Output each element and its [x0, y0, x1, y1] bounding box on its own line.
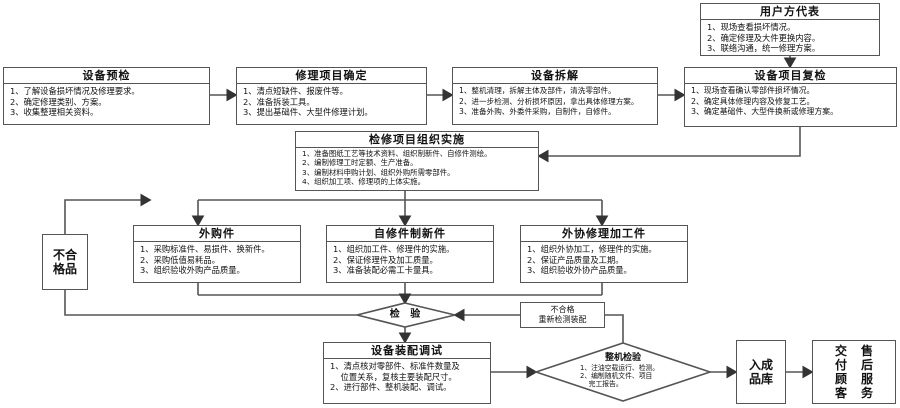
list-item: 完工报告。 [580, 380, 623, 389]
list-item: 1、现场查看损坏情况。 [707, 22, 796, 32]
reject-box: 不合格品 [42, 234, 88, 290]
assembly-title: 设备装配调试 [324, 343, 490, 359]
list-item: 2、确定具体修理内容及修复工艺。 [691, 96, 815, 106]
list-item: 2、保证产品质量及工期。 [527, 254, 624, 265]
list-item: 2、编制修理工时定额、生产准备。 [302, 158, 418, 168]
list-item: 3、准备装配必需工卡量具。 [333, 265, 438, 275]
list-item: 3、联络沟通，统一修理方案。 [707, 43, 821, 53]
list-item: 2、进行部件、整机装配、调试。 [330, 382, 452, 392]
inspection-label: 检 验 [389, 309, 421, 320]
line-reinspect-up [605, 314, 624, 343]
reinspect-line2: 重新检测装配 [538, 315, 587, 324]
reject-label: 不合格品 [52, 248, 77, 276]
purchase-box: 外购件 1、采购标准件、易损件、换新件。 2、采购低值易耗品。 3、组织验收外购… [133, 225, 301, 283]
list-item: 3、收集整理相关资料。 [10, 107, 99, 117]
list-item: 3、组织验收外协产品质量。 [527, 265, 632, 275]
delivery-col2: 售后服务 [860, 344, 873, 400]
list-item: 3、编制材料申购计划、组织外购所需零部件。 [302, 167, 455, 177]
list-item: 1、清点核对零部件、标准件数量及 [330, 361, 460, 371]
preinspect-box: 设备预检 1、了解设备损坏情况及修理要求。 2、确定修理类别、方案。 3、收集整… [3, 67, 210, 125]
list-item: 1、现场查看确认零部件损坏情况。 [691, 86, 815, 95]
list-item: 位置关系，复核主要装配尺寸。 [330, 371, 457, 382]
list-item: 1、组织外协加工，修理件的实施。 [527, 244, 657, 254]
purchase-title: 外购件 [134, 226, 300, 242]
confirm-box: 修理项目确定 1、清点短缺件、报废件等。 2、准备拆装工具。 3、提出基础件、大… [236, 67, 427, 125]
arrow-reject-up [64, 193, 152, 234]
delivery-box: 交付顾客 售后服务 [812, 340, 896, 404]
user-party-title: 用户方代表 [701, 4, 879, 20]
list-item: 3、确定基础件、大型件换新或修理方案。 [691, 107, 839, 116]
recheck-box: 设备项目复检 1、现场查看确认零部件损坏情况。 2、确定具体修理内容及修复工艺。… [684, 67, 897, 127]
list-item: 2、进一步检测、分析损坏原因，拿出具体修理方案。 [459, 96, 639, 106]
inspection-diamond [356, 302, 456, 328]
plan-title: 检修项目组织实施 [296, 132, 538, 148]
arrow-recheck-to-plan [537, 127, 801, 163]
list-item: 3、提出基础件、大型件修理计划。 [243, 107, 373, 117]
machine-check-diamond [533, 342, 713, 402]
reinspect-line1: 不合格 [550, 305, 575, 314]
selfmade-title: 自修件制新件 [327, 226, 493, 242]
dismantle-box: 设备拆解 1、整机清理，拆解主体及部件，清洗零部件。 2、进一步检测、分析损坏原… [452, 67, 658, 125]
assembly-box: 设备装配调试 1、清点核对零部件、标准件数量及 位置关系，复核主要装配尺寸。 2… [323, 342, 491, 404]
list-item: 2、确定修理及大件更换内容。 [707, 32, 821, 43]
list-item: 2、保证修理件及加工质量。 [333, 254, 438, 265]
dismantle-title: 设备拆解 [453, 68, 657, 84]
plan-box: 检修项目组织实施 1、准备图纸工艺等技术资料、组织制新件、自修件测绘。 2、编制… [295, 131, 539, 191]
list-item: 1、整机清理，拆解主体及部件，清洗零部件。 [459, 86, 616, 95]
preinspect-title: 设备预检 [4, 68, 209, 84]
list-item: 4、组织加工项、修理项的上体实施。 [302, 176, 425, 186]
list-item: 2、编制随机文件、项目 [580, 372, 653, 381]
outsource-box: 外协修理加工件 1、组织外协加工，修理件的实施。 2、保证产品质量及工期。 3、… [520, 225, 688, 283]
delivery-col1: 交付顾客 [834, 344, 847, 400]
line-inspection-left [64, 290, 357, 316]
list-item: 2、采购低值易耗品。 [140, 254, 220, 265]
warehouse-box: 入成品库 [736, 340, 786, 404]
list-item: 1、注油空载运行、检测。 [580, 364, 660, 372]
list-item: 1、准备图纸工艺等技术资料、组织制新件、自修件测绘。 [302, 149, 492, 158]
machine-check-list: 1、注油空载运行、检测。 2、编制随机文件、项目 完工报告。 [580, 364, 680, 389]
reinspect-note: 不合格 重新检测装配 [520, 302, 605, 328]
outsource-title: 外协修理加工件 [521, 226, 687, 242]
machine-check-title: 整机检验 [604, 353, 641, 363]
user-party-box: 用户方代表 1、现场查看损坏情况。 2、确定修理及大件更换内容。 3、联络沟通，… [700, 3, 880, 56]
list-item: 3、组织验收外购产品质量。 [140, 265, 245, 275]
selfmade-box: 自修件制新件 1、组织加工件、修理件的实施。 2、保证修理件及加工质量。 3、准… [326, 225, 494, 283]
recheck-title: 设备项目复检 [685, 68, 896, 84]
list-item: 2、准备拆装工具。 [243, 96, 315, 107]
list-item: 1、组织加工件、修理件的实施。 [333, 244, 455, 254]
warehouse-label: 入成品库 [748, 358, 773, 386]
list-item: 2、确定修理类别、方案。 [10, 96, 107, 107]
confirm-title: 修理项目确定 [237, 68, 426, 84]
list-item: 1、清点短缺件、报废件等。 [243, 86, 348, 96]
list-item: 1、采购标准件、易损件、换新件。 [140, 244, 270, 254]
list-item: 1、了解设备损坏情况及修理要求。 [10, 86, 140, 96]
list-item: 3、准备外购、外委件采购，自制件，自修件。 [459, 107, 616, 116]
